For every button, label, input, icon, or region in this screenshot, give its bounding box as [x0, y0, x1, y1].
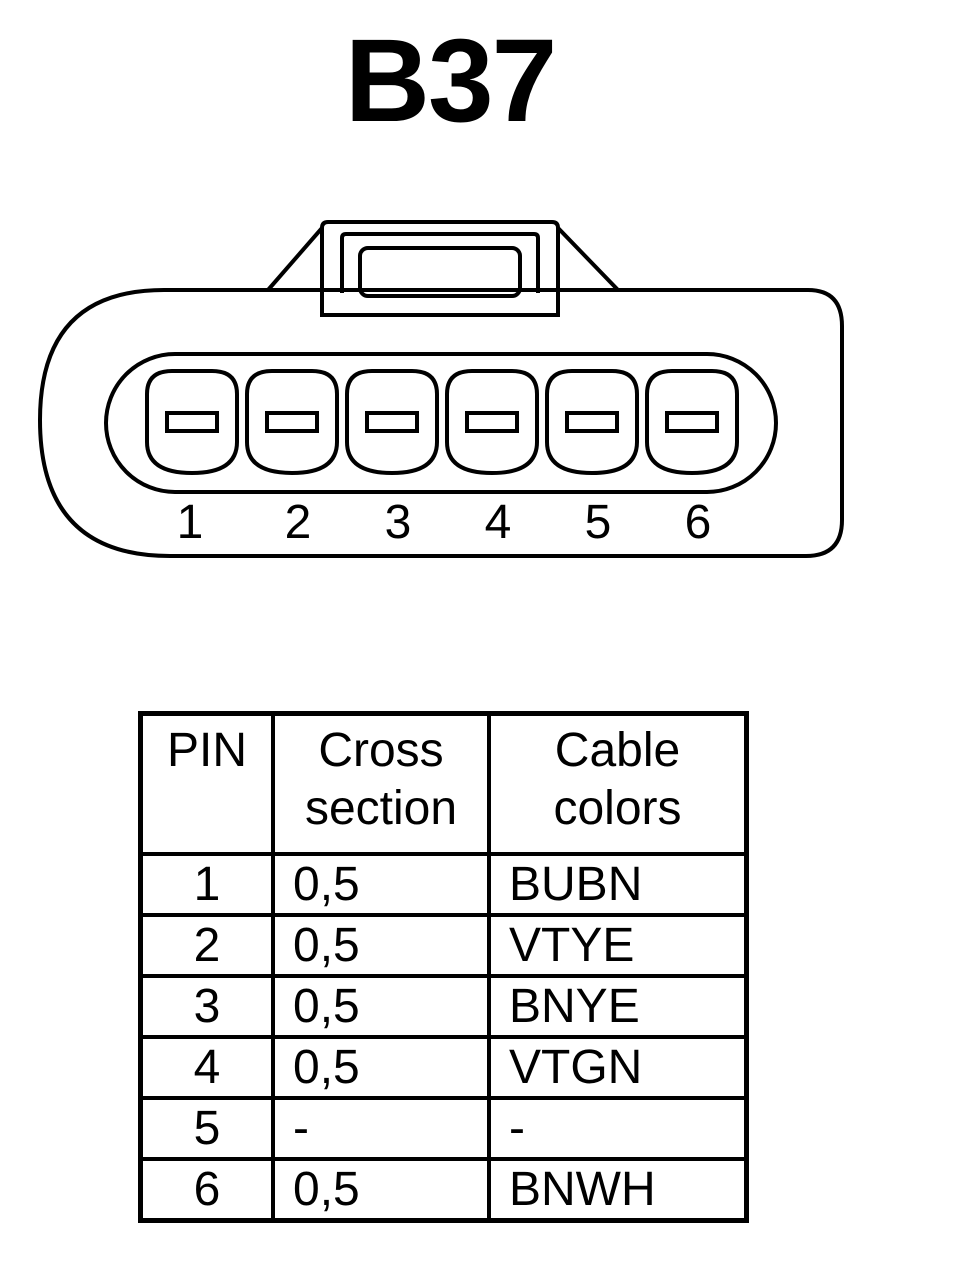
pin-labels: 1 2 3 4 5 6: [177, 496, 712, 549]
cell-cable-colors: VTGN: [487, 1035, 749, 1100]
connector-diagram: 1 2 3 4 5 6: [37, 220, 844, 558]
cell-pin: 3: [138, 974, 275, 1039]
header-cross-section-line-1: Cross: [318, 724, 444, 777]
table-row: 2 0,5 VTYE: [138, 913, 749, 978]
cell-pin: 2: [138, 913, 275, 978]
table-row: 4 0,5 VTGN: [138, 1035, 749, 1100]
table-row: 1 0,5 BUBN: [138, 852, 749, 917]
connector-latch: [266, 220, 620, 317]
pin-terminal-4: [445, 369, 539, 476]
pin-terminal-slot: [565, 411, 619, 433]
cell-cross-section: 0,5: [271, 913, 491, 978]
cell-cable-colors: BNWH: [487, 1157, 749, 1223]
header-cable-colors-line-2: colors: [553, 782, 682, 835]
cell-cross-section: 0,5: [271, 852, 491, 917]
cell-pin: 4: [138, 1035, 275, 1100]
cell-pin: 5: [138, 1096, 275, 1161]
pin-terminal-1: [145, 369, 239, 476]
pin-terminal-slot: [165, 411, 219, 433]
cell-pin: 6: [138, 1157, 275, 1223]
cell-cable-colors: -: [487, 1096, 749, 1161]
header-pin: PIN: [138, 711, 275, 856]
table-header-row: PIN Cross section Cable colors: [138, 711, 749, 856]
cell-cross-section: 0,5: [271, 1035, 491, 1100]
header-cross-section-line-2: section: [304, 782, 458, 835]
pin-number-2: 2: [285, 496, 312, 549]
pin-terminal-5: [545, 369, 639, 476]
cell-cable-colors: BUBN: [487, 852, 749, 917]
pin-terminal-3: [345, 369, 439, 476]
pin-terminal-2: [245, 369, 339, 476]
pin-terminal-slot: [365, 411, 419, 433]
cell-cross-section: 0,5: [271, 1157, 491, 1223]
header-cable-colors-line-1: Cable: [554, 724, 681, 777]
header-cable-colors: Cable colors: [487, 711, 749, 856]
connector-title: B37: [344, 15, 557, 147]
pin-assignment-table: PIN Cross section Cable colors 1 0,5 BUB…: [138, 711, 749, 1223]
pin-number-6: 6: [685, 496, 712, 549]
cell-cross-section: 0,5: [271, 974, 491, 1039]
pin-terminal-slot: [465, 411, 519, 433]
pin-cavity: [104, 352, 778, 494]
cell-cross-section: -: [271, 1096, 491, 1161]
pin-terminal-slot: [665, 411, 719, 433]
pin-terminal-6: [645, 369, 739, 476]
pin-number-4: 4: [485, 496, 512, 549]
cell-pin: 1: [138, 852, 275, 917]
header-cross-section: Cross section: [271, 711, 491, 856]
pin-number-1: 1: [177, 496, 204, 549]
table-row: 6 0,5 BNWH: [138, 1157, 749, 1223]
pin-number-3: 3: [385, 496, 412, 549]
table-row: 5 - -: [138, 1096, 749, 1161]
cell-cable-colors: BNYE: [487, 974, 749, 1039]
pin-terminal-slot: [265, 411, 319, 433]
table-row: 3 0,5 BNYE: [138, 974, 749, 1039]
pin-number-5: 5: [585, 496, 612, 549]
cell-cable-colors: VTYE: [487, 913, 749, 978]
pin-terminals: [145, 369, 739, 476]
